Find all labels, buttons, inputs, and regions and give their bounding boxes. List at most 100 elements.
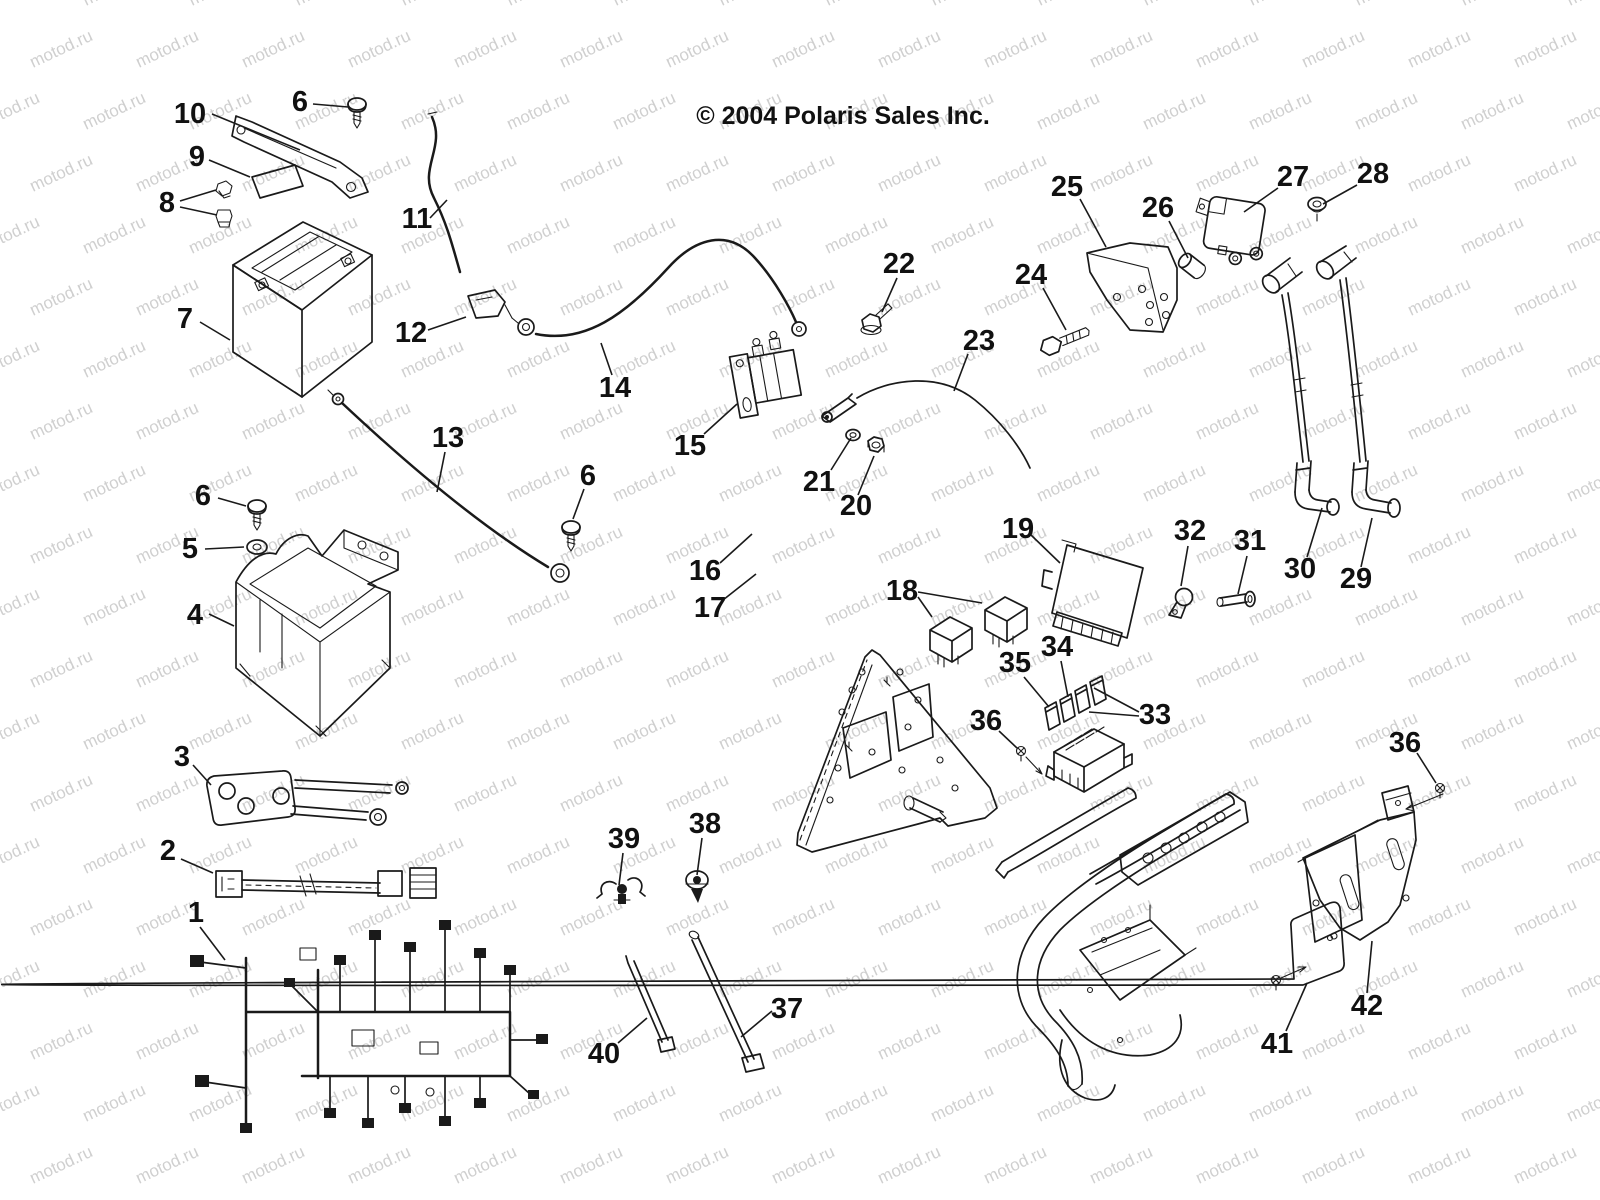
watermark-text: motod.ru (716, 832, 785, 878)
watermark-text: motod.ru (451, 26, 520, 72)
watermark-text: motod.ru (610, 708, 679, 754)
watermark-text: motod.ru (1511, 398, 1580, 444)
watermark-text: motod.ru (27, 522, 96, 568)
leader-line (199, 321, 231, 341)
watermark-text: motod.ru (1140, 1080, 1209, 1126)
watermark-text: motod.ru (1299, 1018, 1368, 1064)
leader-line (618, 852, 624, 886)
watermark-text: motod.ru (239, 26, 308, 72)
watermark-text: motod.ru (875, 1142, 944, 1188)
watermark-text: motod.ru (0, 336, 42, 382)
watermark-text: motod.ru (1511, 894, 1580, 940)
watermark-text: motod.ru (27, 646, 96, 692)
watermark-text: motod.ru (504, 832, 573, 878)
watermark-text: motod.ru (239, 274, 308, 320)
watermark-text: motod.ru (557, 894, 626, 940)
watermark-text: motod.ru (1511, 522, 1580, 568)
watermark-text: motod.ru (875, 274, 944, 320)
leader-line (998, 730, 1018, 749)
watermark-text: motod.ru (663, 150, 732, 196)
watermark-text: motod.ru (1405, 894, 1474, 940)
washer (246, 539, 268, 555)
leader-line (740, 1010, 773, 1038)
watermark-text: motod.ru (80, 88, 149, 134)
starter-solenoid (728, 330, 803, 419)
watermark-text: motod.ru (610, 460, 679, 506)
watermark-text: motod.ru (981, 1142, 1050, 1188)
watermark-text: motod.ru (1034, 88, 1103, 134)
busbar (206, 770, 409, 826)
watermark-text: motod.ru (504, 956, 573, 1002)
watermark-text: motod.ru (769, 26, 838, 72)
hex-bolt (1039, 327, 1090, 357)
watermark-text: motod.ru (398, 832, 467, 878)
watermark-text: motod.ru (1193, 646, 1262, 692)
watermark-text: motod.ru (451, 646, 520, 692)
leader-line (1237, 555, 1248, 595)
watermark-text: motod.ru (1511, 646, 1580, 692)
watermark-text: motod.ru (822, 336, 891, 382)
watermark-text: motod.ru (716, 708, 785, 754)
watermark-text: motod.ru (1352, 212, 1421, 258)
watermark-text: motod.ru (1034, 0, 1103, 10)
watermark-text: motod.ru (1458, 212, 1527, 258)
leader-line (572, 488, 585, 520)
watermark-text: motod.ru (1193, 274, 1262, 320)
watermark-text: motod.ru (1352, 460, 1421, 506)
callout-number-3: 3 (174, 741, 190, 773)
watermark-text: motod.ru (822, 832, 891, 878)
watermark-text: motod.ru (822, 1080, 891, 1126)
wiring-harness (190, 920, 548, 1133)
watermark-text: motod.ru (239, 398, 308, 444)
callout-number-10: 10 (174, 98, 206, 130)
watermark-text: motod.ru (557, 150, 626, 196)
watermark-text: motod.ru (186, 708, 255, 754)
ignition-coil (1195, 195, 1266, 266)
leader-line (1030, 534, 1061, 564)
assembly-arrow-36a (1025, 756, 1043, 775)
leader-line (204, 546, 245, 550)
diagram-artwork: © 2004 Polaris Sales Inc. (1, 97, 1446, 1133)
watermark-text: motod.ru (504, 88, 573, 134)
watermark-text: motod.ru (0, 212, 42, 258)
watermark-text: motod.ru (133, 26, 202, 72)
watermark-text: motod.ru (1511, 150, 1580, 196)
fuse-block (1045, 726, 1133, 793)
callout-number-34: 34 (1041, 631, 1073, 663)
callout-number-8: 8 (159, 187, 175, 219)
watermark-text: motod.ru (239, 1018, 308, 1064)
callout-number-25: 25 (1051, 171, 1083, 203)
watermark-text: motod.ru (1034, 460, 1103, 506)
watermark-text: motod.ru (80, 584, 149, 630)
callout-number-19: 19 (1002, 513, 1034, 545)
leader-line (719, 533, 753, 564)
watermark-text: motod.ru (716, 0, 785, 10)
callout-number-9: 9 (189, 141, 205, 173)
watermark-text: motod.ru (822, 0, 891, 10)
watermark-text: motod.ru (981, 1018, 1050, 1064)
watermark-text: motod.ru (1564, 584, 1600, 630)
watermark-text: motod.ru (1193, 1018, 1262, 1064)
callout-number-7: 7 (177, 303, 193, 335)
callout-number-12: 12 (395, 317, 427, 349)
watermark-text: motod.ru (1458, 460, 1527, 506)
watermark-text: motod.ru (186, 212, 255, 258)
wire-clip (596, 877, 646, 904)
watermark-text: motod.ru (769, 1142, 838, 1188)
callout-number-39: 39 (608, 823, 640, 855)
leader-line (1093, 687, 1140, 713)
watermark-text: motod.ru (557, 1142, 626, 1188)
watermark-text: motod.ru (875, 646, 944, 692)
watermark-text: motod.ru (345, 646, 414, 692)
watermark-text: motod.ru (1140, 460, 1209, 506)
watermark-text: motod.ru (1299, 770, 1368, 816)
leader-line (953, 353, 969, 392)
callout-number-26: 26 (1142, 192, 1174, 224)
watermark-text: motod.ru (981, 398, 1050, 444)
watermark-text: motod.ru (451, 522, 520, 568)
watermark-text: motod.ru (1246, 336, 1315, 382)
callout-number-11: 11 (402, 203, 433, 235)
watermark-text: motod.ru (398, 0, 467, 10)
watermark-text: motod.ru (239, 646, 308, 692)
